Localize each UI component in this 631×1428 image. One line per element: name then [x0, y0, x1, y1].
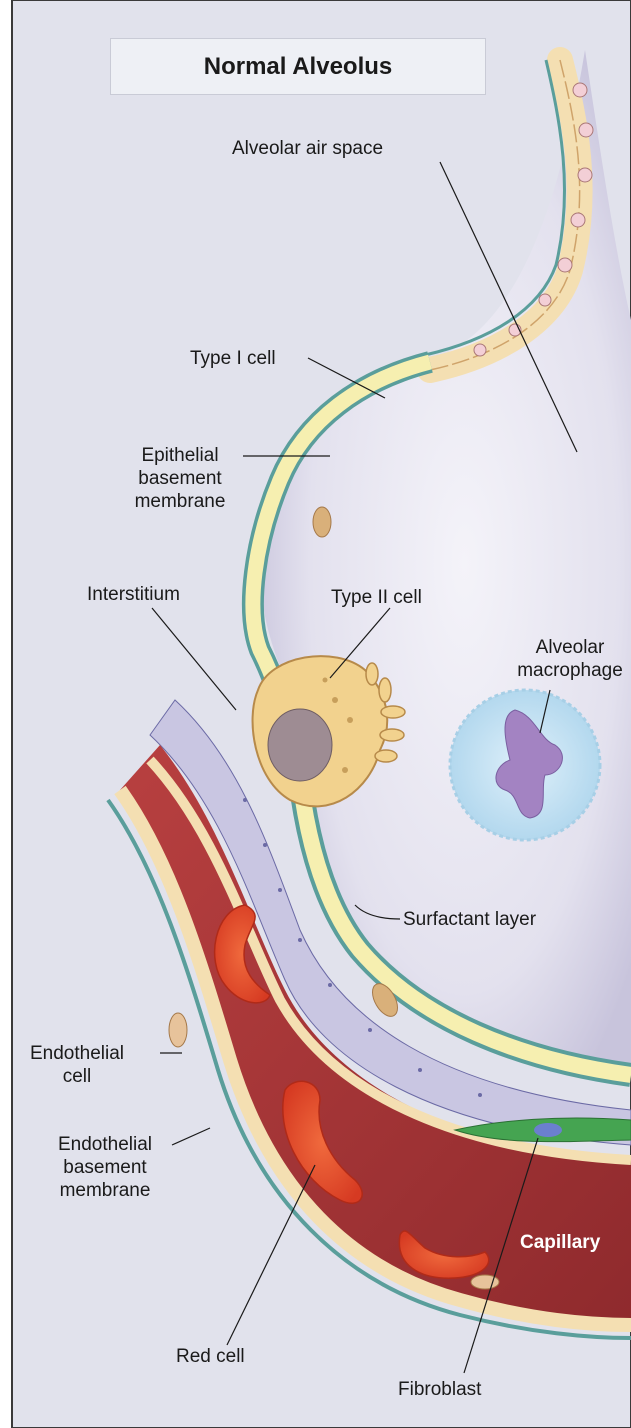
- label-line: macrophage: [505, 659, 631, 682]
- label-capillary: Capillary: [520, 1232, 600, 1254]
- label-interstitium: Interstitium: [87, 583, 180, 606]
- label-line: Epithelial: [120, 444, 240, 467]
- label-line: cell: [22, 1065, 132, 1088]
- label-line: membrane: [40, 1179, 170, 1202]
- diagram-title: Normal Alveolus: [110, 38, 486, 95]
- label-line: basement: [120, 467, 240, 490]
- alveolar-macrophage: [450, 690, 600, 840]
- label-type2-cell: Type II cell: [331, 586, 422, 609]
- label-line: basement: [40, 1156, 170, 1179]
- label-line: membrane: [120, 490, 240, 513]
- label-red-cell: Red cell: [176, 1345, 245, 1368]
- label-line: Endothelial: [22, 1042, 132, 1065]
- label-endothelial-basement-membrane: Endothelial basement membrane: [40, 1133, 170, 1202]
- label-line: Alveolar: [505, 636, 631, 659]
- label-line: Endothelial: [40, 1133, 170, 1156]
- label-endothelial-cell: Endothelial cell: [22, 1042, 132, 1088]
- label-alveolar-air-space: Alveolar air space: [232, 137, 383, 160]
- label-epithelial-basement-membrane: Epithelial basement membrane: [120, 444, 240, 513]
- label-fibroblast: Fibroblast: [398, 1378, 481, 1401]
- label-type1-cell: Type I cell: [190, 347, 276, 370]
- label-alveolar-macrophage: Alveolar macrophage: [505, 636, 631, 682]
- label-surfactant-layer: Surfactant layer: [403, 908, 536, 931]
